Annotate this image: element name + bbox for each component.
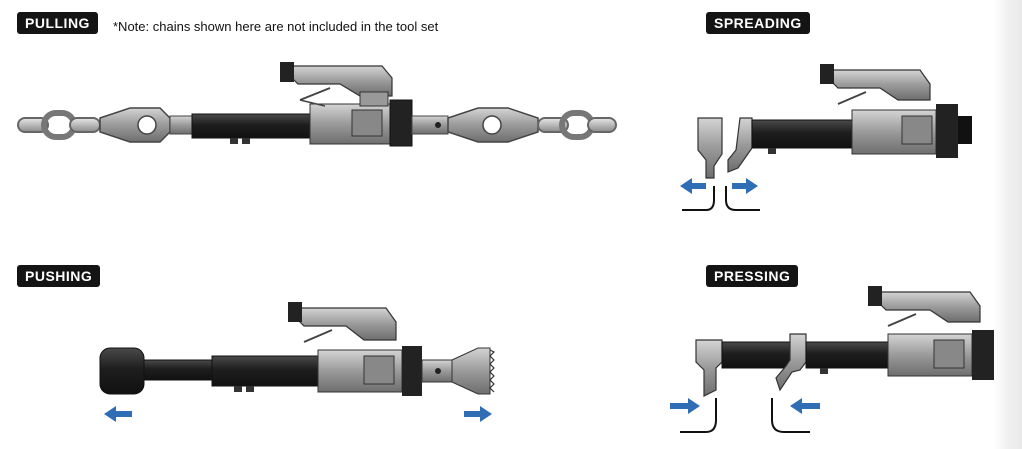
label-pressing: PRESSING xyxy=(706,265,799,287)
arrow-right-icon xyxy=(464,406,492,422)
arrow-right-icon xyxy=(670,398,700,414)
chain-icon xyxy=(17,110,101,140)
chain-icon xyxy=(537,110,617,140)
pulling-note: *Note: chains shown here are not include… xyxy=(113,19,439,34)
label-pushing: PUSHING xyxy=(17,265,101,287)
arrow-left-icon xyxy=(790,398,820,414)
arrow-left-icon xyxy=(680,178,706,194)
spreading-diagram xyxy=(680,64,972,211)
page-edge-shadow xyxy=(994,0,1022,449)
pulling-diagram xyxy=(17,62,617,147)
arrow-right-icon xyxy=(732,178,758,194)
label-pulling: PULLING xyxy=(17,12,98,34)
label-spreading: SPREADING xyxy=(706,12,810,34)
arrow-left-icon xyxy=(104,406,132,422)
pushing-diagram xyxy=(99,302,496,422)
pressing-diagram xyxy=(670,286,1008,433)
